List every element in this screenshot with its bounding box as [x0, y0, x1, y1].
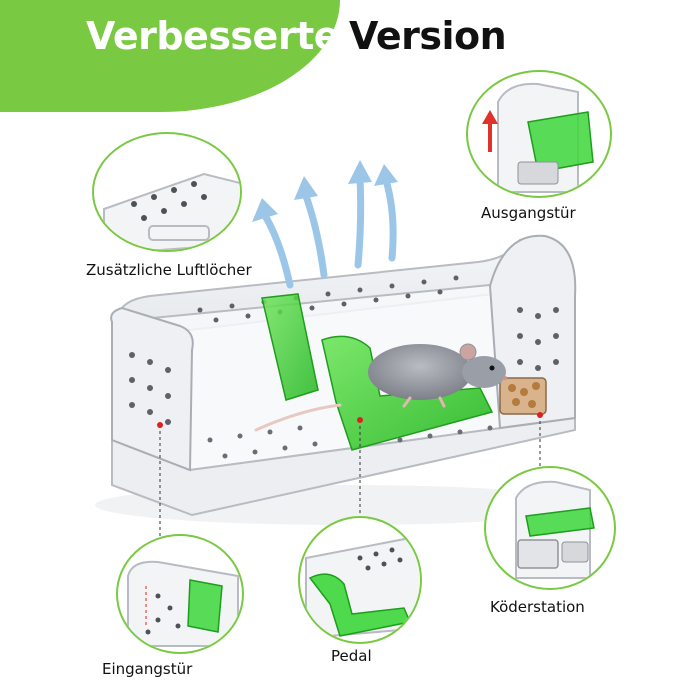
mouse [254, 343, 507, 432]
callout-entrance-door [116, 534, 244, 654]
floor-holes [207, 425, 493, 459]
label-bait-station: Köderstation [490, 598, 585, 616]
entrance-door-plate [261, 293, 319, 401]
label-air-holes: Zusätzliche Luftlöcher [86, 261, 252, 279]
up-arrow-icon [482, 110, 498, 152]
callout-air-holes [92, 132, 242, 252]
airflow-arrows-icon [260, 174, 397, 289]
label-exit-door: Ausgangstür [481, 204, 576, 222]
bait-tray [499, 377, 547, 415]
airflow-arrowheads [252, 160, 398, 222]
pedal-plate [321, 335, 494, 451]
leader-dots [157, 412, 543, 428]
bait-food [508, 382, 540, 408]
callout-pedal [298, 516, 422, 644]
label-entrance-door: Eingangstür [102, 660, 193, 678]
headline-plain: Version [349, 14, 507, 58]
headline-highlight: Verbesserte [86, 14, 340, 58]
callout-exit-door [466, 70, 612, 198]
callout-bait-station [484, 466, 616, 590]
label-pedal: Pedal [331, 647, 372, 665]
